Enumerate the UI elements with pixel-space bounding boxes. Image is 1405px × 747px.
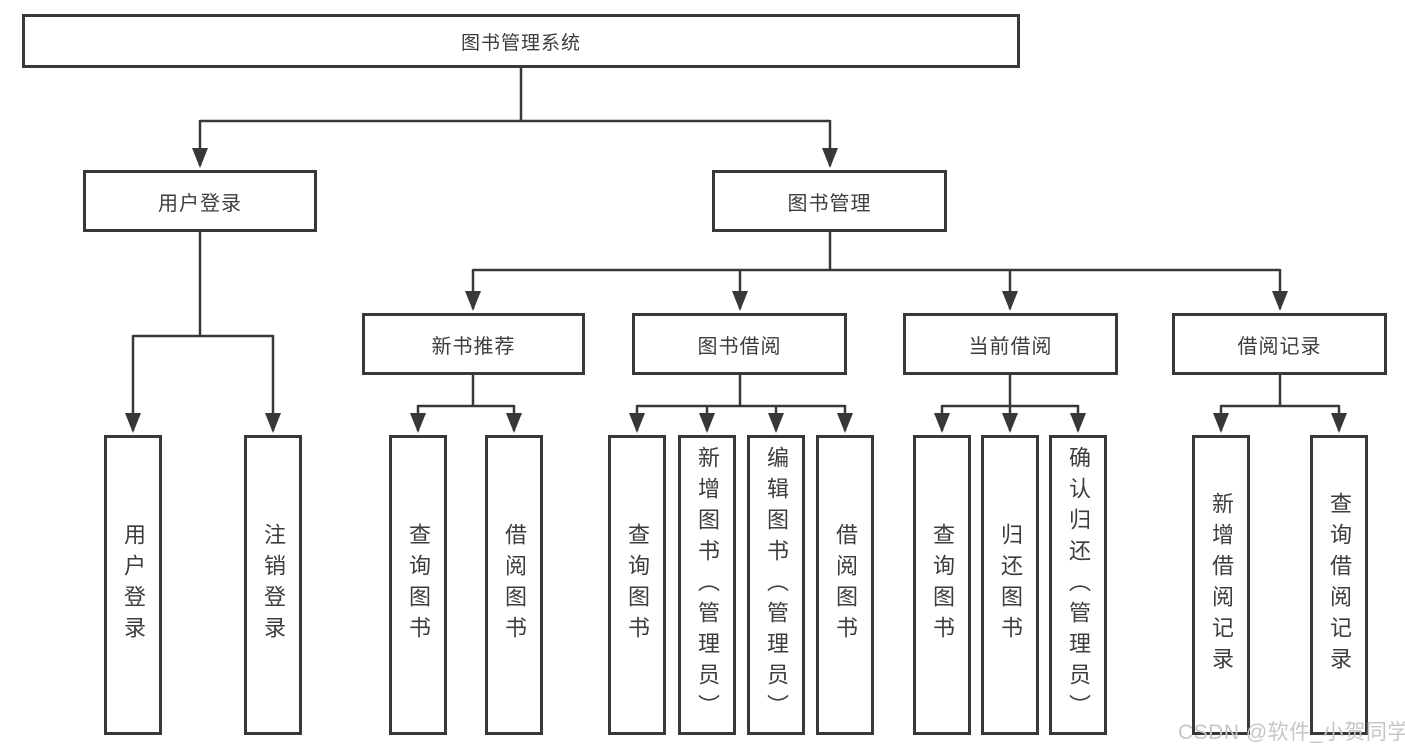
connector-current-borrow-group [934,375,1086,433]
node-label: 查询图书 [406,523,431,647]
node-label: 归还图书 [998,523,1023,647]
leaf-query-books-1: 查询图书 [389,435,447,735]
node-new-book-recommend: 新书推荐 [362,313,585,375]
connector-book-borrow-group [629,375,853,433]
node-user-login: 用户登录 [83,170,317,232]
connector-new-books-group [410,375,522,433]
leaf-user-login: 用户登录 [104,435,162,735]
csdn-watermark: CSDN @软件_小贺同学 [1178,721,1405,744]
node-label: 图书借阅 [697,335,782,358]
node-borrow-records: 借阅记录 [1172,313,1387,375]
node-label: 当前借阅 [968,335,1053,358]
leaf-query-borrow-record: 查询借阅记录 [1310,435,1368,735]
node-label: 用户登录 [121,523,146,647]
leaf-query-books-3: 查询图书 [913,435,971,735]
connector-root-to-level2 [192,68,838,168]
leaf-add-borrow-record: 新增借阅记录 [1192,435,1250,735]
leaf-return-books: 归还图书 [981,435,1039,735]
node-label: 借阅图书 [502,523,527,647]
node-root-system: 图书管理系统 [22,14,1020,68]
node-label: 新增借阅记录 [1209,492,1234,678]
leaf-borrow-books-2: 借阅图书 [816,435,874,735]
leaf-query-books-2: 查询图书 [608,435,666,735]
node-label: 借阅记录 [1237,335,1322,358]
node-label: 图书管理 [787,192,872,215]
node-book-management: 图书管理 [712,170,947,232]
node-label: 新书推荐 [431,335,516,358]
connector-book-mgmt-group [465,232,1288,311]
connector-borrow-records-group [1213,375,1347,433]
leaf-logout: 注销登录 [244,435,302,735]
node-book-borrow: 图书借阅 [632,313,847,375]
node-current-borrow: 当前借阅 [903,313,1118,375]
node-label: 新增图书（管理员） [695,445,720,725]
node-label: 确认归还（管理员） [1066,445,1091,725]
leaf-confirm-return-admin: 确认归还（管理员） [1049,435,1107,735]
connector-user-login-group [125,232,281,433]
leaf-borrow-books-1: 借阅图书 [485,435,543,735]
node-label: 用户登录 [158,192,242,215]
node-label: 查询图书 [625,523,650,647]
node-label: 编辑图书（管理员） [764,445,789,725]
node-label: 注销登录 [261,523,286,647]
node-label: 借阅图书 [833,523,858,647]
leaf-add-books-admin: 新增图书（管理员） [678,435,736,735]
node-label: 查询图书 [930,523,955,647]
node-label: 图书管理系统 [460,32,581,54]
leaf-edit-books-admin: 编辑图书（管理员） [747,435,805,735]
node-label: 查询借阅记录 [1327,492,1352,678]
